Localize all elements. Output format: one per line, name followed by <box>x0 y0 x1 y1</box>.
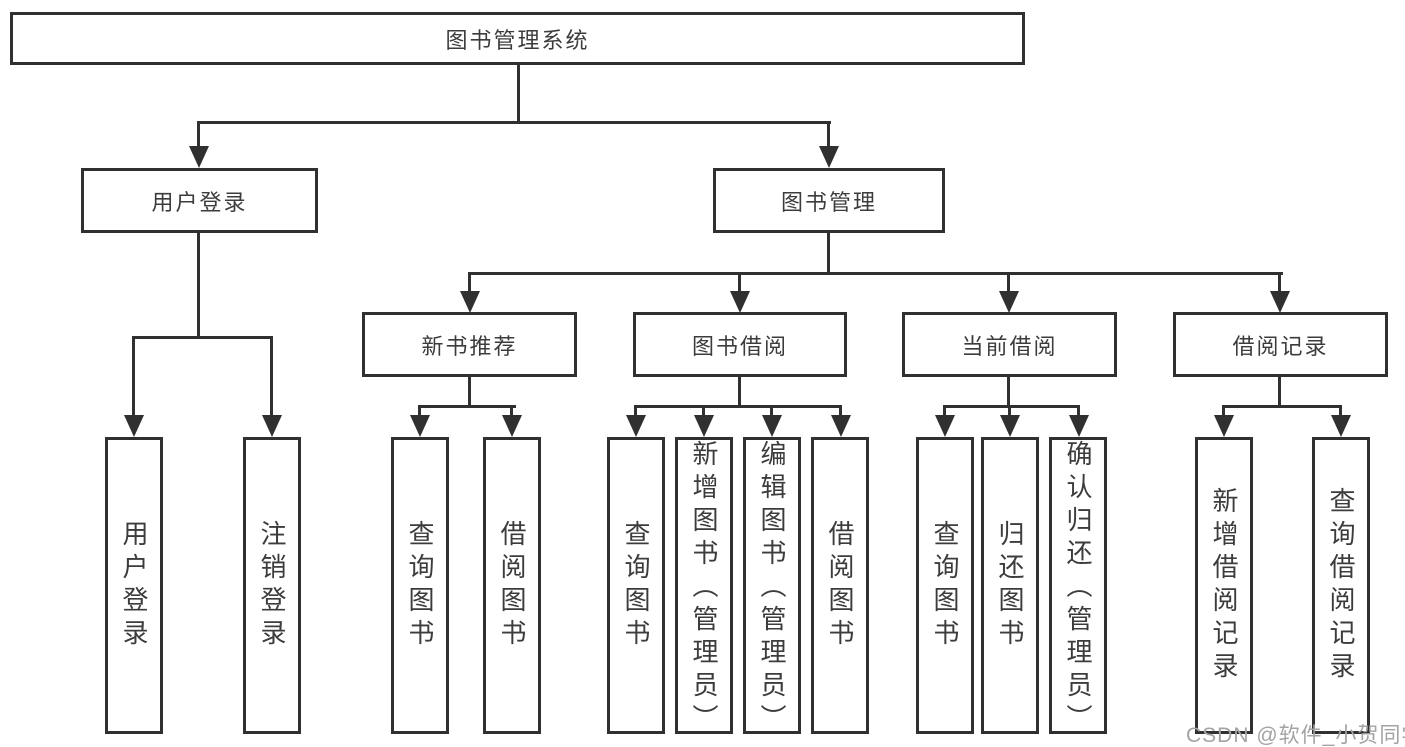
connector-line <box>418 405 421 418</box>
node-user-login: 用户登录 <box>81 168 318 233</box>
leaf-query-books-recommend: 查询图书 <box>391 437 449 734</box>
arrow-down-icon <box>189 146 209 168</box>
connector-line <box>1222 405 1225 418</box>
leaf-edit-books-admin: 编辑图书（管理员） <box>743 437 801 737</box>
connector-line <box>197 121 831 124</box>
leaf-add-books-admin: 新增图书（管理员） <box>675 437 733 737</box>
leaf-borrow-books-borrowing: 借阅图书 <box>811 437 869 734</box>
arrow-down-icon <box>1331 415 1351 437</box>
node-borrowing-records: 借阅记录 <box>1173 312 1388 377</box>
connector-line <box>1077 405 1080 418</box>
leaf-query-books-borrowing: 查询图书 <box>607 437 665 734</box>
node-book-borrowing: 图书借阅 <box>633 312 847 377</box>
connector-line <box>468 272 471 294</box>
connector-line <box>943 405 946 418</box>
arrow-down-icon <box>694 415 714 437</box>
connector-line <box>634 405 842 408</box>
arrow-down-icon <box>762 415 782 437</box>
watermark-text: CSDN @软件_小贺同学 <box>1186 724 1405 747</box>
leaf-logout: 注销登录 <box>243 437 301 734</box>
connector-line <box>702 405 705 418</box>
arrow-down-icon <box>1000 415 1020 437</box>
connector-line <box>517 64 520 122</box>
arrow-down-icon <box>626 415 646 437</box>
arrow-down-icon <box>460 291 480 313</box>
connector-line <box>132 336 135 418</box>
arrow-down-icon <box>1270 291 1290 313</box>
connector-line <box>510 405 513 418</box>
leaf-add-borrow-record: 新增借阅记录 <box>1195 437 1253 734</box>
connector-line <box>634 405 637 418</box>
leaf-confirm-return-admin: 确认归还（管理员） <box>1049 437 1107 737</box>
arrow-down-icon <box>262 415 282 437</box>
arrow-down-icon <box>730 291 750 313</box>
leaf-query-borrow-record: 查询借阅记录 <box>1312 437 1370 734</box>
arrow-down-icon <box>1214 415 1234 437</box>
connector-line <box>1007 377 1010 408</box>
connector-line <box>1008 405 1011 418</box>
connector-line <box>1007 272 1010 294</box>
connector-line <box>270 336 273 418</box>
node-book-management: 图书管理 <box>713 168 945 233</box>
connector-line <box>839 405 842 418</box>
arrow-down-icon <box>999 291 1019 313</box>
leaf-return-books: 归还图书 <box>981 437 1039 734</box>
connector-line <box>197 233 200 339</box>
leaf-user-login: 用户登录 <box>105 437 163 734</box>
arrow-down-icon <box>819 146 839 168</box>
connector-line <box>827 233 830 275</box>
connector-line <box>197 121 200 149</box>
node-current-borrowing: 当前借阅 <box>902 312 1117 377</box>
connector-line <box>943 405 1080 408</box>
connector-line <box>1278 377 1281 408</box>
connector-line <box>1222 405 1342 408</box>
connector-line <box>1278 272 1281 294</box>
connector-line <box>468 377 471 408</box>
arrow-down-icon <box>124 415 144 437</box>
arrow-down-icon <box>935 415 955 437</box>
arrow-down-icon <box>502 415 522 437</box>
connector-line <box>1339 405 1342 418</box>
node-new-book-recommendation: 新书推荐 <box>362 312 577 377</box>
leaf-query-books-current: 查询图书 <box>916 437 974 734</box>
connector-line <box>738 377 741 408</box>
connector-line <box>738 272 741 294</box>
connector-line <box>132 336 273 339</box>
node-library-management-system: 图书管理系统 <box>10 12 1025 65</box>
arrow-down-icon <box>1069 415 1089 437</box>
arrow-down-icon <box>831 415 851 437</box>
leaf-borrow-books-recommend: 借阅图书 <box>483 437 541 734</box>
connector-line <box>770 405 773 418</box>
connector-line <box>468 272 1283 275</box>
connector-line <box>418 405 516 408</box>
connector-line <box>827 121 830 149</box>
arrow-down-icon <box>410 415 430 437</box>
